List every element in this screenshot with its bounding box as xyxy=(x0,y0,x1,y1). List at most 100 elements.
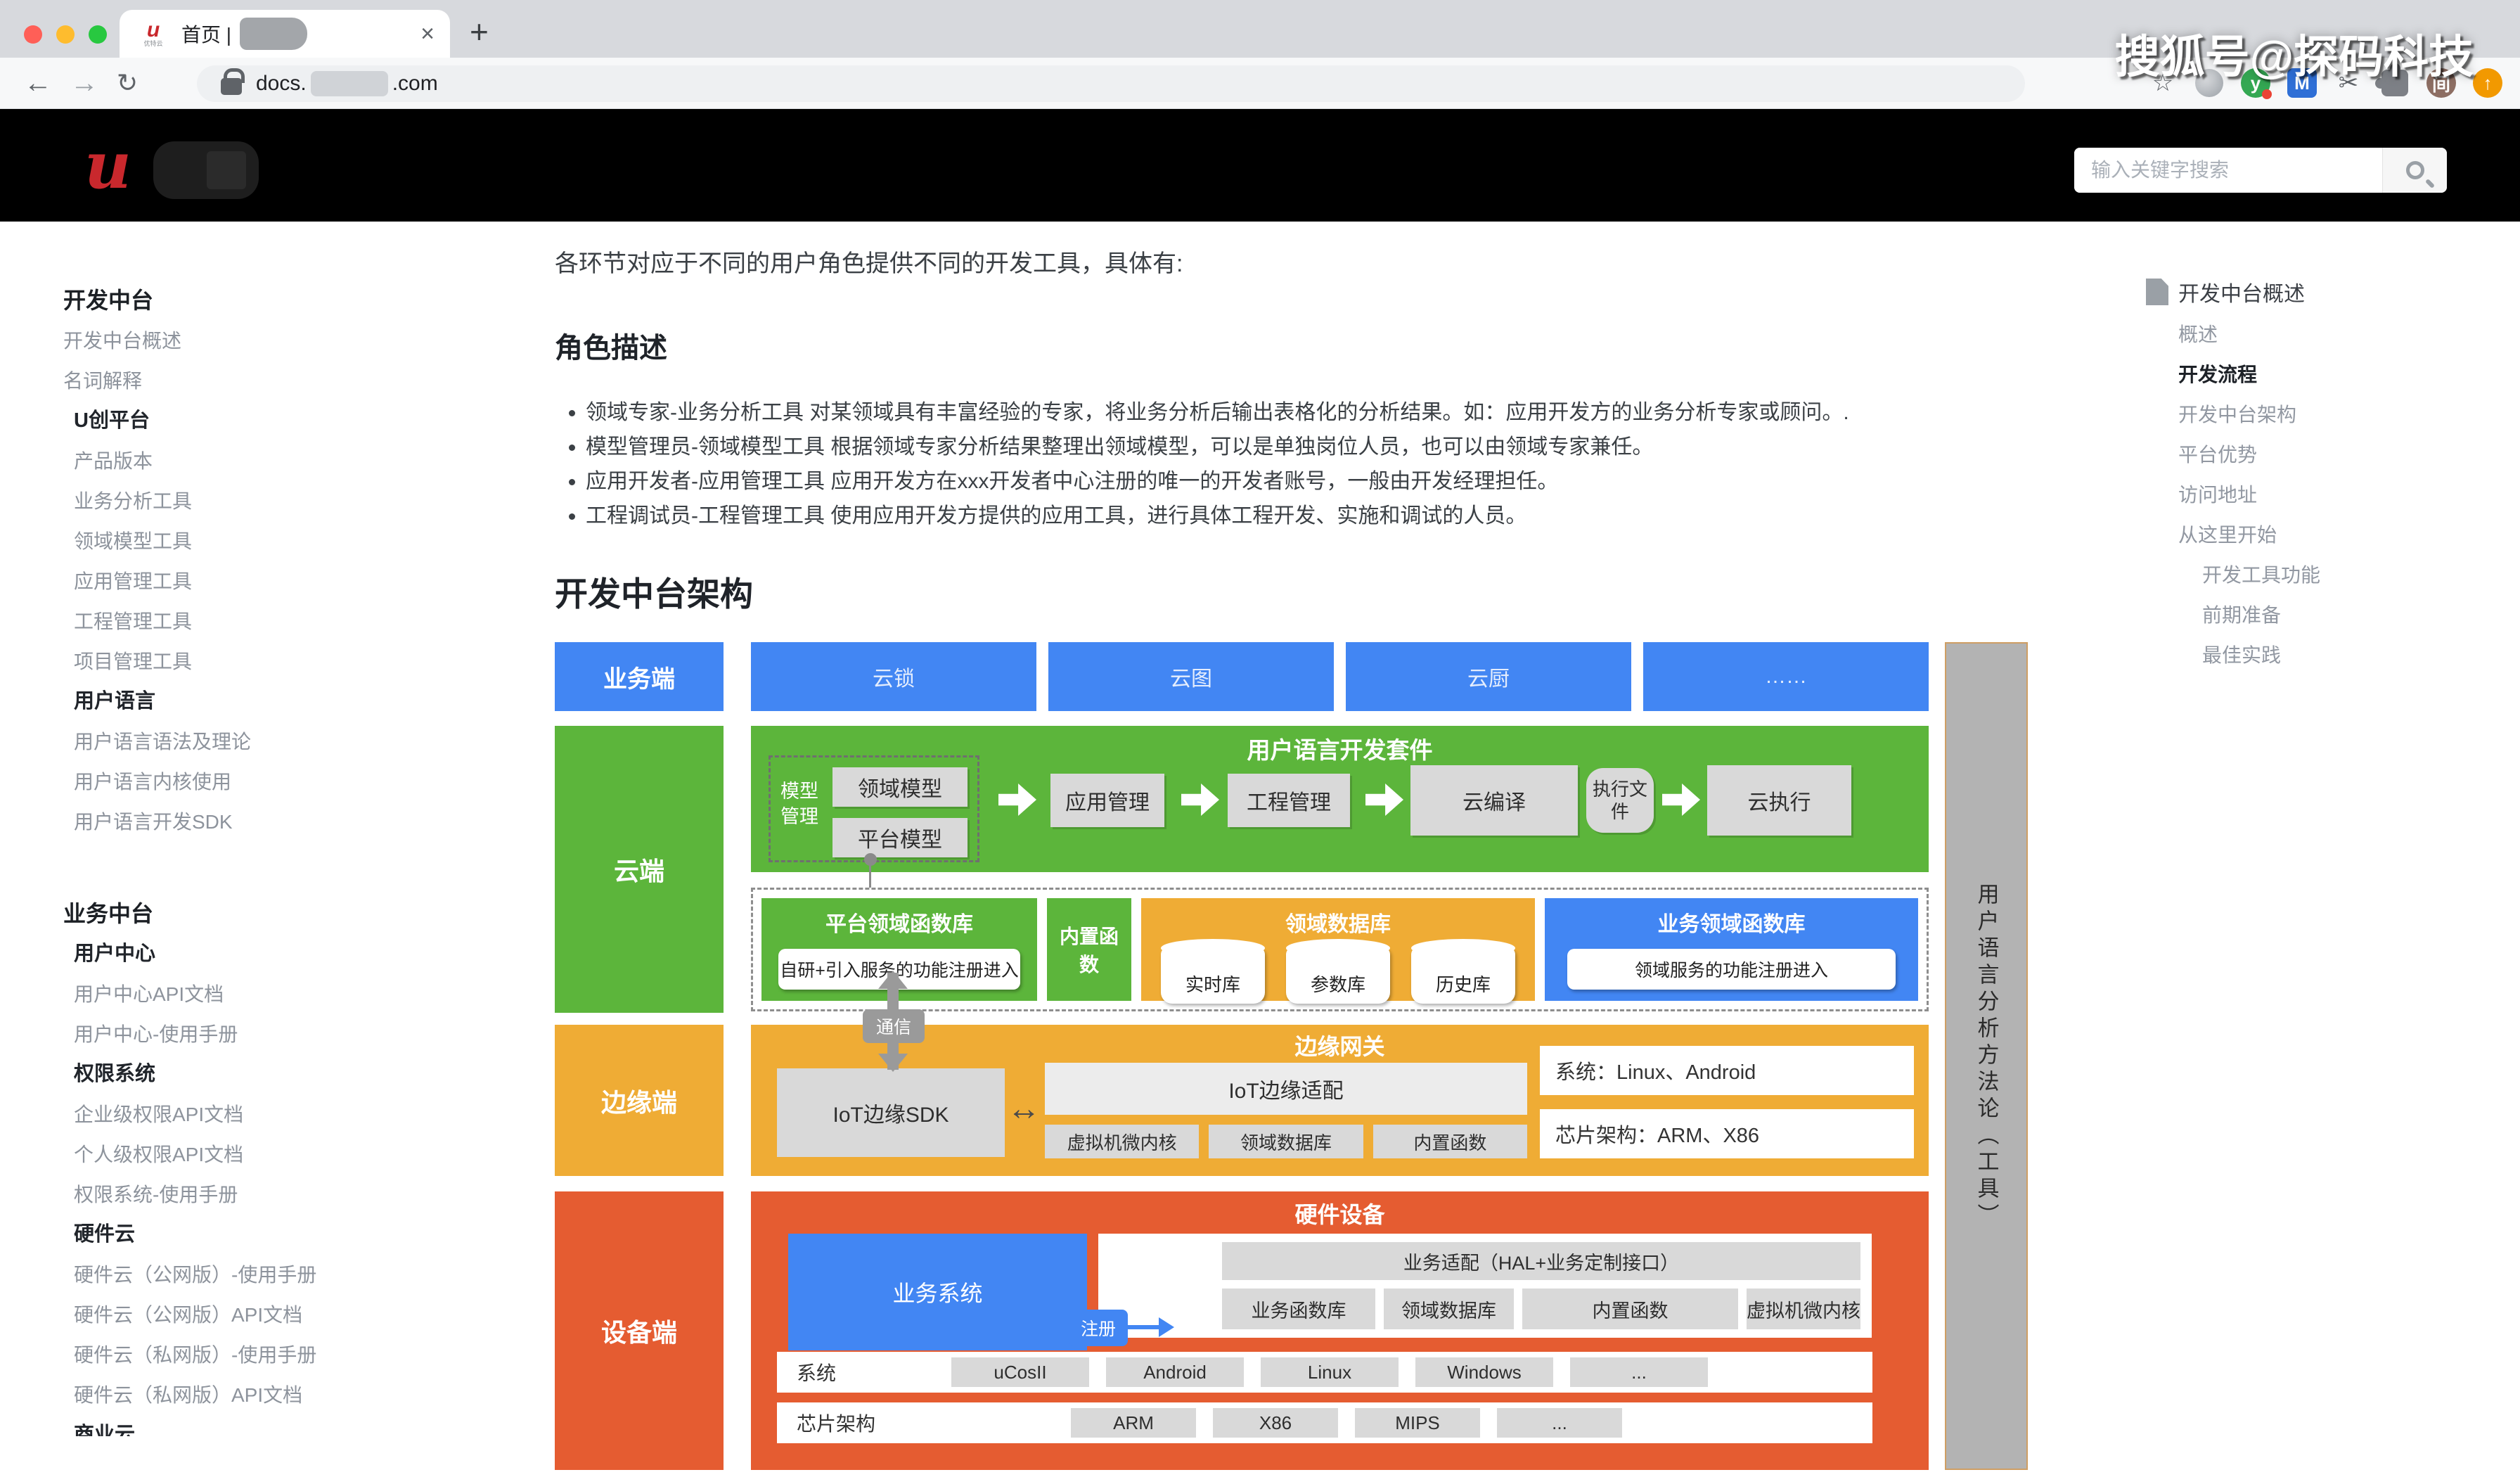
app-management-box: 应用管理 xyxy=(1050,774,1164,827)
new-tab-button[interactable]: + xyxy=(470,13,489,50)
url-prefix: docs. xyxy=(256,72,307,95)
domain-database-group: 领域数据库 实时库 参数库 历史库 xyxy=(1141,898,1535,1004)
toc-item[interactable]: 开发工具功能 xyxy=(2146,555,2520,595)
toc-item[interactable]: 访问地址 xyxy=(2146,475,2520,515)
sidebar-item[interactable]: 个人级权限API文档 xyxy=(63,1134,520,1175)
sidebar-item[interactable]: 权限系统 xyxy=(63,1054,520,1094)
edge-chip-info: 芯片架构：ARM、X86 xyxy=(1540,1109,1914,1158)
sidebar-item[interactable]: 用户语言语法及理论 xyxy=(63,722,520,762)
forward-icon[interactable]: → xyxy=(70,67,98,98)
sidebar-item[interactable]: 用户中心 xyxy=(63,934,520,974)
flow-arrow-icon xyxy=(1365,784,1403,816)
sidebar-item[interactable]: 用户中心API文档 xyxy=(63,974,520,1014)
sidebar-item[interactable]: 硬件云（公网版）-使用手册 xyxy=(63,1255,520,1295)
reload-icon[interactable]: ↻ xyxy=(117,68,139,97)
toc-header[interactable]: 开发中台概述 xyxy=(2146,276,2520,307)
toc-item[interactable]: 开发流程 xyxy=(2146,354,2520,395)
sidebar-item[interactable]: 项目管理工具 xyxy=(63,641,520,682)
bidirectional-arrow-icon: ↔ xyxy=(1007,1090,1041,1127)
iot-edge-adapter-box: IoT边缘适配 xyxy=(1045,1063,1527,1115)
sidebar-item[interactable]: 领域模型工具 xyxy=(63,521,520,561)
diagram-label-edge-side: 边缘端 xyxy=(555,1025,724,1176)
back-icon[interactable]: ← xyxy=(24,67,52,98)
sidebar-item[interactable]: 用户中心-使用手册 xyxy=(63,1014,520,1054)
maximize-window-button[interactable] xyxy=(89,25,107,44)
sidebar-item-label: 用户中心-使用手册 xyxy=(74,1023,238,1045)
m-extension-icon[interactable]: M xyxy=(2287,68,2318,98)
url-text: docs. .com xyxy=(256,71,438,96)
role-bullet: 模型管理员-领域模型工具 根据领域专家分析结果整理出领域模型，可以是单独岗位人员… xyxy=(586,430,2130,464)
toc-item[interactable]: 平台优势 xyxy=(2146,435,2520,475)
url-redaction xyxy=(310,71,388,96)
sidebar-item[interactable]: 业务中台 xyxy=(63,894,520,934)
toc-item[interactable]: 开发中台架构 xyxy=(2146,395,2520,435)
scissors-extension-icon[interactable]: ✂ xyxy=(2338,70,2359,96)
up-arrow-extension-icon[interactable]: ↑ xyxy=(2472,68,2503,98)
sidebar-item[interactable]: 名词解释 xyxy=(63,361,520,401)
builtin-functions-box: 内置函数 xyxy=(1047,898,1131,1001)
tab-title-redaction xyxy=(240,18,308,50)
system-box: Linux xyxy=(1261,1357,1399,1387)
sidebar-item[interactable]: 商业云 xyxy=(63,1415,520,1436)
sidebar-item[interactable]: 用户语言开发SDK xyxy=(63,802,520,842)
sidebar-item-label: 商业云 xyxy=(74,1424,136,1436)
edge-component-box: 虚拟机微内核 xyxy=(1045,1125,1200,1158)
device-adapter-boxes: 业务函数库 领域数据库 内置函数 虚拟机微内核 xyxy=(1222,1289,1860,1329)
sidebar-item[interactable]: 开发中台概述 xyxy=(63,321,520,361)
sidebar-item[interactable]: 用户语言内核使用 xyxy=(63,762,520,802)
sidebar-item[interactable]: 开发中台 xyxy=(63,281,520,321)
toc-item[interactable]: 前期准备 xyxy=(2146,595,2520,635)
right-toc: 开发中台概述 概述 开发流程 开发中台架构 平台优势 xyxy=(2130,222,2520,1477)
system-strip-label: 系统 xyxy=(797,1362,837,1384)
site-favicon: u 优特云 xyxy=(135,20,172,48)
sidebar-item[interactable]: 权限系统-使用手册 xyxy=(63,1175,520,1215)
sidebar-item[interactable]: 应用管理工具 xyxy=(63,561,520,601)
toc-item[interactable]: 从这里开始 xyxy=(2146,515,2520,555)
y-extension-icon[interactable]: y xyxy=(2240,68,2272,99)
search-button[interactable] xyxy=(2382,148,2447,193)
minimize-window-button[interactable] xyxy=(56,25,75,44)
toc-header-label: 开发中台概述 xyxy=(2178,283,2305,306)
sidebar-item-label: 硬件云 xyxy=(74,1223,136,1246)
role-bullet-list: 领域专家-业务分析工具 对某领域具有丰富经验的专家，将业务分析后输出表格化的分析… xyxy=(586,395,2130,533)
toc-item[interactable]: 最佳实践 xyxy=(2146,635,2520,675)
address-bar[interactable]: docs. .com xyxy=(197,65,2025,102)
toc-item[interactable]: 概述 xyxy=(2146,314,2520,354)
platform-domain-library: 平台领域函数库 自研+引入服务的功能注册进入 xyxy=(761,898,1037,1001)
sidebar-item[interactable]: 企业级权限API文档 xyxy=(63,1094,520,1134)
jian-extension-icon[interactable]: 间 xyxy=(2426,68,2457,98)
architecture-diagram: 业务端 云端 边缘端 设备端 云锁 云图 云厨 …… 用户语言开发套件 模型管理 xyxy=(555,642,2030,1477)
device-adapter-box: 虚拟机微内核 xyxy=(1747,1289,1860,1329)
toc-item-label: 访问地址 xyxy=(2178,484,2258,506)
sidebar-item-label: 用户语言 xyxy=(74,690,156,712)
role-bullet: 领域专家-业务分析工具 对某领域具有丰富经验的专家，将业务分析后输出表格化的分析… xyxy=(586,395,2130,430)
bookmark-star-icon[interactable]: ☆ xyxy=(2152,70,2174,96)
sidebar-item[interactable]: 业务分析工具 xyxy=(63,481,520,521)
communication-arrow xyxy=(878,971,908,1072)
sidebar-item[interactable]: 硬件云（私网版）API文档 xyxy=(63,1375,520,1415)
device-chip-strip: 芯片架构 ARM X86 MIPS ... xyxy=(777,1402,1872,1443)
sidebar-item[interactable]: U创平台 xyxy=(63,401,520,441)
hardware-device-title: 硬件设备 xyxy=(1294,1202,1385,1227)
suite-title: 用户语言开发套件 xyxy=(1247,737,1433,763)
search-input[interactable] xyxy=(2074,148,2382,193)
chip-strip-label: 芯片架构 xyxy=(797,1413,876,1435)
sidebar-item[interactable]: 用户语言 xyxy=(63,682,520,722)
tab-close-icon[interactable]: × xyxy=(420,20,435,47)
edge-system-info: 系统：Linux、Android xyxy=(1540,1046,1914,1095)
model-management-group: 模型管理 领域模型 平台模型 xyxy=(769,755,979,862)
browser-tab[interactable]: u 优特云 首页 | × xyxy=(120,10,450,58)
globe-extension-icon[interactable] xyxy=(2194,68,2225,98)
sidebar-item[interactable]: 硬件云 xyxy=(63,1215,520,1255)
sidebar-item[interactable]: 工程管理工具 xyxy=(63,601,520,641)
close-window-button[interactable] xyxy=(24,25,42,44)
chip-box: ARM xyxy=(1071,1408,1196,1438)
sidebar-item[interactable]: 硬件云（公网版）API文档 xyxy=(63,1295,520,1335)
sidebar-item[interactable]: 硬件云（私网版）-使用手册 xyxy=(63,1335,520,1375)
role-heading: 角色描述 xyxy=(555,333,667,364)
device-adapter-panel: 业务适配（HAL+业务定制接口） 业务函数库 领域数据库 内置函数 虚拟机微内核 xyxy=(1098,1234,1872,1338)
brand-logo[interactable]: u xyxy=(84,127,131,203)
puzzle-extension-icon[interactable] xyxy=(2375,63,2410,98)
hardware-device-section: 硬件设备 业务系统 业务适配（HAL+业务定制接口） 业务函数库 领域数据库 内… xyxy=(751,1191,1929,1470)
sidebar-item[interactable]: 产品版本 xyxy=(63,441,520,481)
